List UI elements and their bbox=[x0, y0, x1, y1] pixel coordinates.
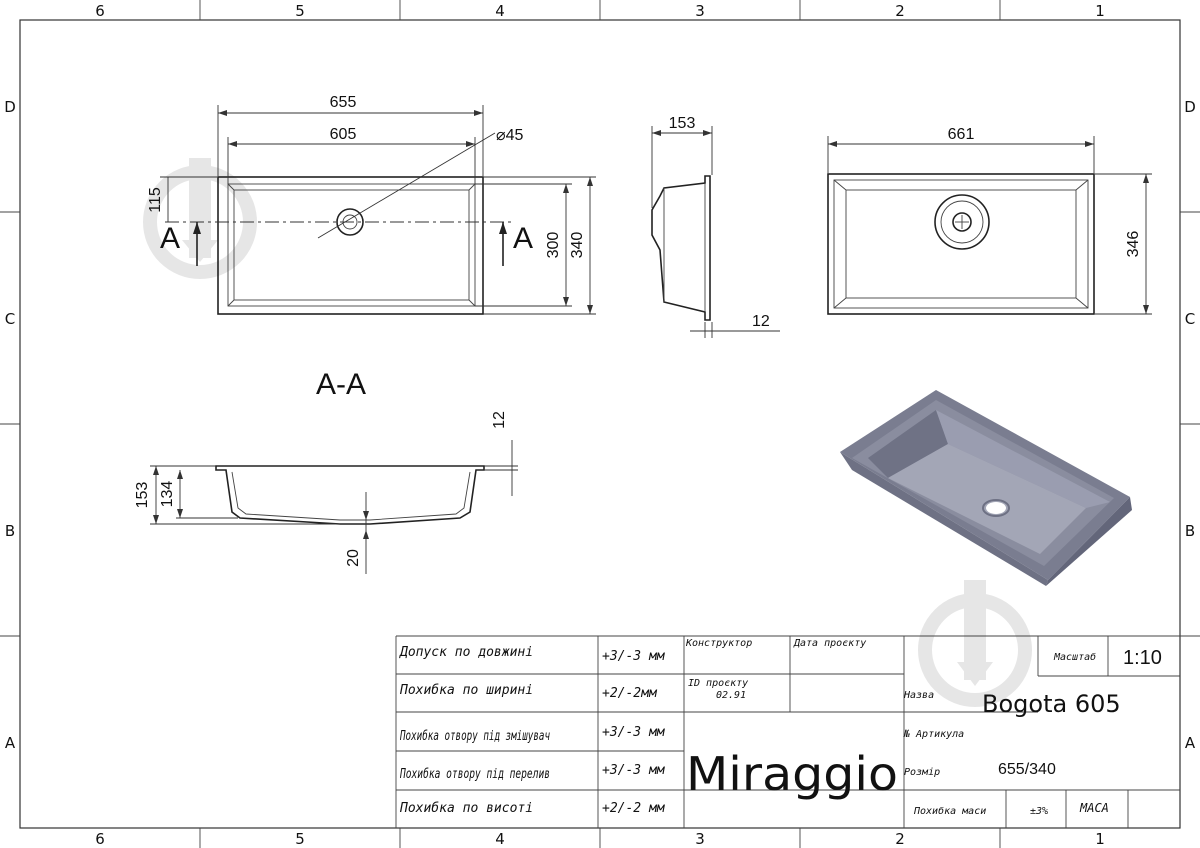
tolerance-label-5: Похибка по висоті bbox=[399, 801, 533, 816]
scale-value: 1:10 bbox=[1123, 647, 1162, 669]
mass-label: МАСА bbox=[1079, 801, 1109, 815]
scale-label: Масштаб bbox=[1053, 651, 1096, 663]
tolerance-value-4: +3/-3 мм bbox=[602, 763, 666, 778]
designer-label: Конструктор bbox=[685, 638, 752, 649]
zone-col-bottom-4: 4 bbox=[495, 830, 505, 848]
watermark-icon-2 bbox=[918, 580, 1032, 707]
zone-row-right-a: A bbox=[1185, 734, 1196, 752]
zone-labels: 6 5 4 3 2 1 6 5 4 3 2 1 D C B A D C B A bbox=[4, 2, 1196, 848]
dim-section-overall-depth: 153 bbox=[134, 482, 151, 509]
dim-section-inner-depth: 134 bbox=[159, 481, 176, 508]
sink-render bbox=[840, 390, 1132, 586]
zone-col-bottom-1: 1 bbox=[1095, 830, 1105, 848]
section-mark-right: A bbox=[513, 222, 533, 255]
dim-section-drain-depth: 20 bbox=[345, 549, 362, 567]
section-title: A-A bbox=[316, 368, 366, 401]
mass-tolerance-label: Похибка маси bbox=[913, 805, 986, 817]
bottom-view: 661 346 bbox=[827, 126, 1152, 315]
title-block: Допуск по довжині +3/-3 мм Похибка по ши… bbox=[395, 635, 1180, 828]
name-label: Назва bbox=[903, 690, 934, 701]
size-label: Розмір bbox=[904, 766, 940, 778]
zone-row-right-c: C bbox=[1185, 310, 1195, 328]
zone-col-top-2: 2 bbox=[895, 2, 905, 20]
tolerance-value-5: +2/-2 мм bbox=[602, 801, 666, 816]
section-view: A-A 153 134 12 20 bbox=[134, 368, 518, 574]
brand-logo: Miraggio bbox=[686, 747, 898, 801]
zone-col-top-3: 3 bbox=[695, 2, 705, 20]
size-value: 655/340 bbox=[998, 761, 1056, 778]
dim-top-inner-width: 300 bbox=[545, 232, 562, 259]
dim-top-overall-width: 340 bbox=[569, 232, 586, 259]
zone-row-right-d: D bbox=[1184, 98, 1196, 116]
zone-row-left-b: B bbox=[5, 522, 15, 540]
zone-row-left-a: A bbox=[5, 734, 16, 752]
tolerance-value-2: +2/-2мм bbox=[602, 686, 658, 701]
section-mark-left: A bbox=[160, 222, 180, 255]
zone-col-top-1: 1 bbox=[1095, 2, 1105, 20]
dim-top-overall-length: 655 bbox=[330, 94, 357, 111]
tolerance-label-3: Похибка отвору під змішувач bbox=[399, 729, 550, 744]
dim-drain-offset: 115 bbox=[147, 187, 164, 213]
dim-section-rim: 12 bbox=[491, 411, 508, 429]
dim-side-rim: 12 bbox=[752, 313, 770, 330]
zone-col-top-6: 6 bbox=[95, 2, 105, 20]
zone-col-bottom-3: 3 bbox=[695, 830, 705, 848]
tolerance-label-4: Похибка отвору під перелив bbox=[399, 767, 550, 782]
top-view: 655 605 ⌀45 115 A A 300 340 bbox=[147, 94, 596, 315]
dim-top-inner-length: 605 bbox=[330, 126, 357, 143]
dim-bottom-overall-length: 661 bbox=[948, 126, 975, 143]
mass-tolerance-value: ±3% bbox=[1030, 806, 1048, 817]
zone-col-bottom-6: 6 bbox=[95, 830, 105, 848]
tolerance-value-1: +3/-3 мм bbox=[602, 649, 666, 664]
article-label: № Артикула bbox=[903, 729, 964, 740]
project-date-label: Дата проєкту bbox=[793, 638, 866, 649]
dim-bottom-overall-width: 346 bbox=[1125, 231, 1142, 258]
tolerance-label-2: Похибка по ширині bbox=[399, 683, 533, 698]
zone-col-bottom-2: 2 bbox=[895, 830, 905, 848]
zone-row-left-d: D bbox=[4, 98, 16, 116]
tolerance-label-1: Допуск по довжині bbox=[399, 645, 533, 660]
project-id-label: ID проєкту bbox=[688, 678, 748, 689]
zone-col-top-4: 4 bbox=[495, 2, 505, 20]
zone-col-top-5: 5 bbox=[295, 2, 305, 20]
dim-side-depth: 153 bbox=[669, 115, 696, 132]
tolerance-value-3: +3/-3 мм bbox=[602, 725, 666, 740]
zone-row-left-c: C bbox=[5, 310, 15, 328]
project-id: 02.91 bbox=[716, 690, 746, 701]
dim-drain-diameter: ⌀45 bbox=[496, 127, 524, 144]
side-view: 153 12 bbox=[651, 115, 780, 338]
zone-row-right-b: B bbox=[1185, 522, 1195, 540]
zone-col-bottom-5: 5 bbox=[295, 830, 305, 848]
product-name: Bogota 605 bbox=[982, 690, 1121, 718]
